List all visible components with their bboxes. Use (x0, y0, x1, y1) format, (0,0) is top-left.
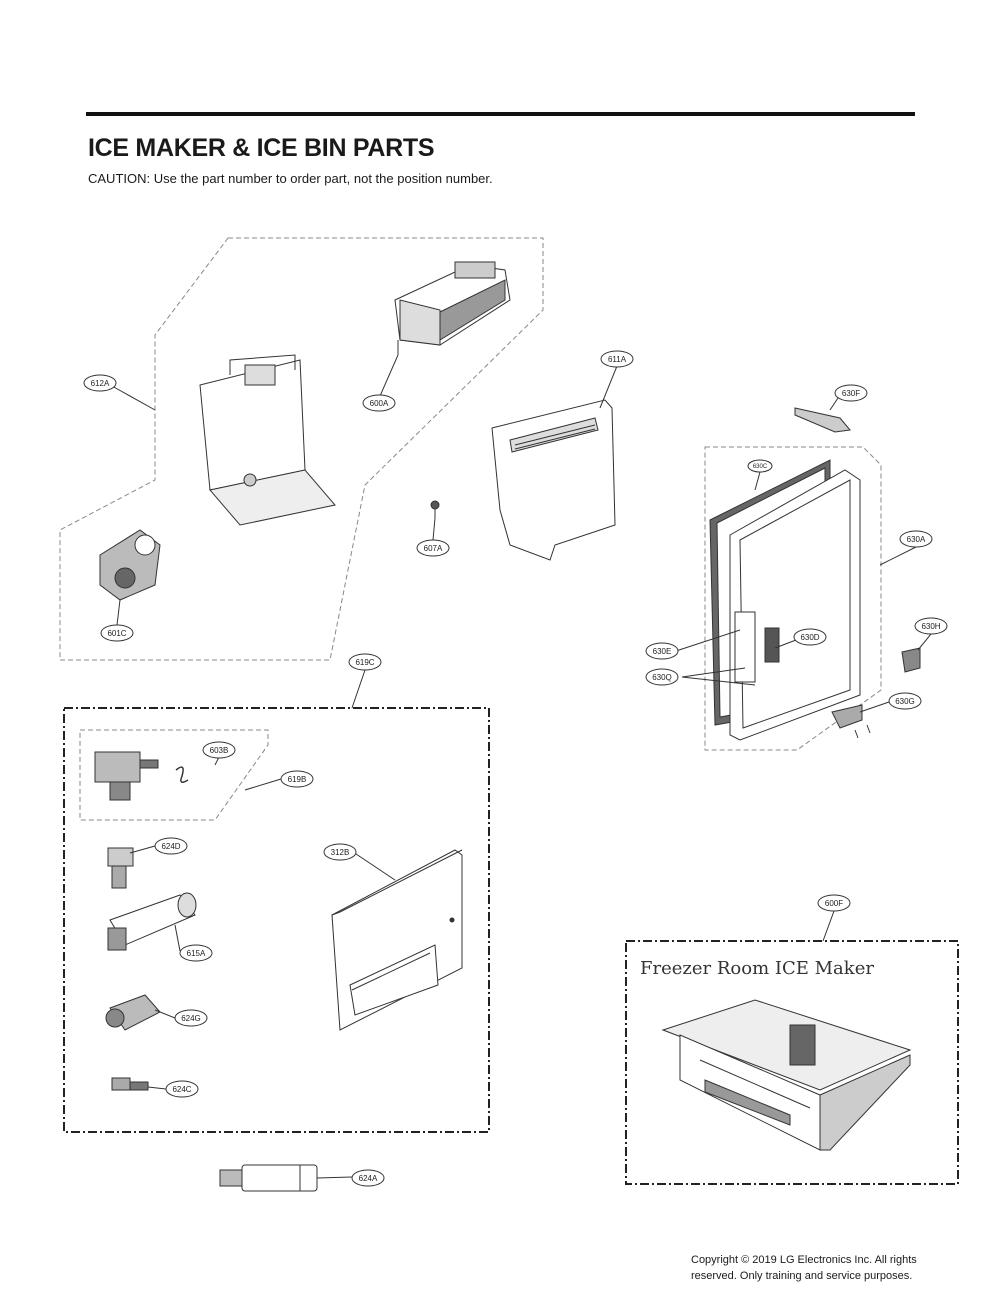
callout-624g: 624G (174, 1009, 208, 1027)
callout-630d: 630D (793, 628, 827, 646)
clip-603b (175, 766, 189, 783)
svg-text:630C: 630C (753, 464, 768, 470)
svg-text:624A: 624A (359, 1174, 378, 1183)
callout-630g: 630G (888, 692, 922, 710)
callout-630a: 630A (899, 530, 933, 548)
cover-611a (491, 399, 616, 561)
svg-text:624D: 624D (161, 842, 180, 851)
svg-text:601C: 601C (107, 629, 126, 638)
svg-text:615A: 615A (187, 949, 206, 958)
copyright-line-2: reserved. Only training and service purp… (691, 1270, 913, 1282)
callout-600f: 600F (817, 894, 851, 912)
svg-text:630H: 630H (921, 622, 940, 631)
caution-note: CAUTION: Use the part number to order pa… (88, 171, 493, 186)
svg-text:624C: 624C (172, 1085, 191, 1094)
svg-text:600F: 600F (825, 899, 843, 908)
page-title: ICE MAKER & ICE BIN PARTS (88, 134, 435, 162)
filter-624a (219, 1164, 318, 1192)
freezer-room-label: Freezer Room ICE Maker (640, 958, 874, 979)
callout-615a: 615A (179, 944, 213, 962)
svg-text:630D: 630D (800, 633, 819, 642)
svg-text:312B: 312B (331, 848, 350, 857)
copyright-line-1: Copyright © 2019 LG Electronics Inc. All… (691, 1254, 917, 1266)
callout-630f: 630F (834, 384, 868, 402)
leader-lines (111, 354, 932, 1179)
valve-619b-outline (79, 729, 269, 821)
ice-bin-door-630a (709, 459, 861, 741)
freezer-ice-maker-600f (661, 999, 912, 1151)
callout-619b: 619B (280, 770, 314, 788)
bracket-612a (199, 354, 336, 526)
svg-text:630Q: 630Q (652, 673, 672, 682)
panel-312b (331, 849, 463, 1031)
callout-624a: 624A (351, 1169, 385, 1187)
bracket-630g (831, 704, 871, 739)
callout-624d: 624D (154, 837, 188, 855)
bracket-630h (901, 647, 921, 673)
callout-630e: 630E (645, 642, 679, 660)
svg-text:619B: 619B (288, 775, 307, 784)
water-valve-619b (94, 751, 159, 801)
callout-601c: 601C (100, 624, 134, 642)
assembly-612a-outline (59, 237, 544, 661)
svg-text:600A: 600A (370, 399, 389, 408)
fitting-624c (111, 1077, 149, 1091)
svg-text:630A: 630A (907, 535, 926, 544)
ice-maker-600a (394, 261, 511, 355)
svg-text:607A: 607A (424, 544, 443, 553)
svg-text:603B: 603B (210, 746, 229, 755)
callout-630h: 630H (914, 617, 948, 635)
screw-607a (430, 500, 440, 518)
callout-630c: 630C (747, 459, 773, 473)
filter-615a (107, 892, 197, 951)
callout-630q: 630Q (645, 668, 679, 686)
svg-text:624G: 624G (181, 1014, 201, 1023)
copyright-notice: Copyright © 2019 LG Electronics Inc. All… (691, 1252, 981, 1284)
callout-603b: 603B (202, 741, 236, 759)
svg-text:630E: 630E (653, 647, 672, 656)
top-rule (86, 112, 915, 116)
callout-619c: 619C (348, 653, 382, 671)
hinge-630f (794, 407, 851, 433)
callout-612a: 612A (83, 374, 117, 392)
callout-624c: 624C (165, 1080, 199, 1098)
svg-text:611A: 611A (608, 355, 627, 364)
svg-text:612A: 612A (91, 379, 110, 388)
valve-kit-619c-box (63, 707, 490, 1133)
motor-601c (99, 529, 161, 601)
fitting-624d (107, 847, 134, 889)
svg-text:619C: 619C (355, 658, 374, 667)
freezer-ice-maker-box (625, 940, 959, 1185)
callout-611a: 611A (600, 350, 634, 368)
svg-text:630G: 630G (895, 697, 915, 706)
svg-text:630F: 630F (842, 389, 860, 398)
callout-607a: 607A (416, 539, 450, 557)
callout-600a: 600A (362, 394, 396, 412)
fitting-624g (105, 994, 161, 1031)
door-630a-outline (704, 446, 882, 751)
callout-312b: 312B (323, 843, 357, 861)
